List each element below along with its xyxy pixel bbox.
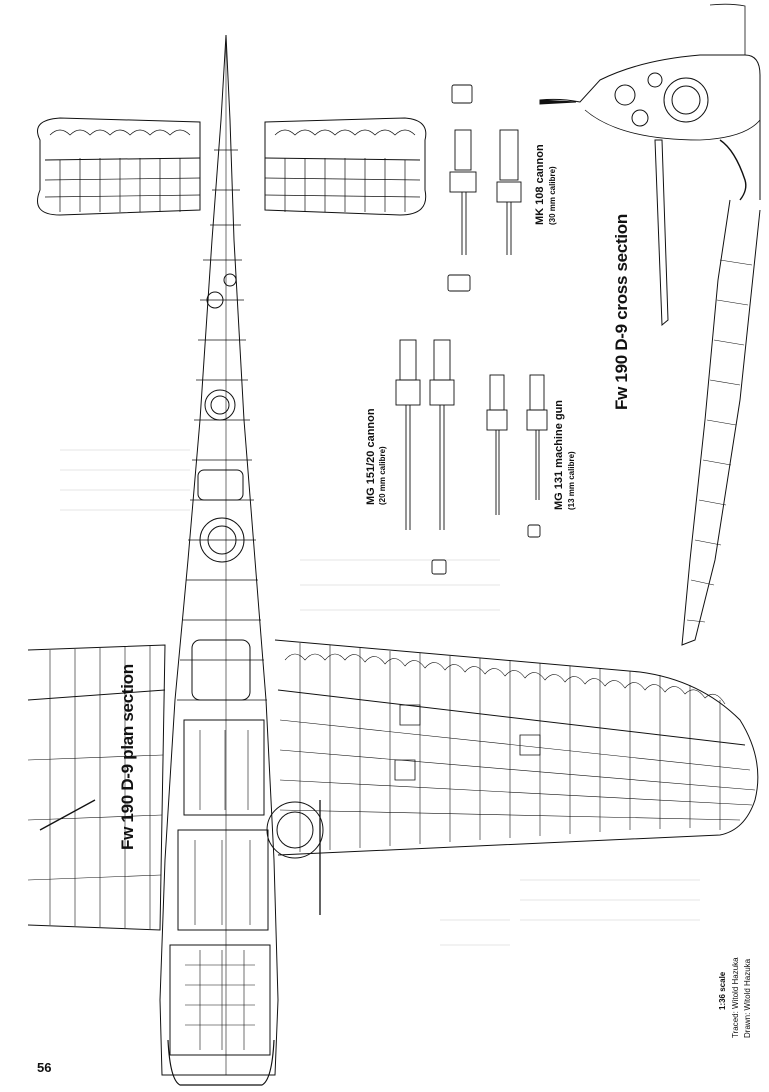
faint-background-text (60, 449, 700, 946)
cross-section-wing-strut (654, 139, 669, 327)
mg131-calibre: (13 mm calibre) (567, 451, 576, 510)
mk108-label: MK 108 cannon (534, 144, 546, 225)
fuselage (159, 34, 279, 1086)
mk108-cannon-detail (447, 84, 522, 292)
traced-credit: Traced: Witold Hazuka (731, 957, 740, 1038)
page-number: 56 (37, 1060, 52, 1075)
tailplane (37, 117, 427, 216)
plan-section-drawing (27, 34, 759, 1086)
cross-section-drawing (539, 3, 761, 646)
mg151-cannon-detail (395, 339, 455, 575)
mg151-calibre: (20 mm calibre) (378, 446, 387, 505)
weapon-details (395, 84, 548, 575)
cross-section-wing-lower (681, 199, 761, 646)
drawn-credit: Drawn: Witold Hazuka (743, 958, 752, 1038)
mg131-gun-detail (486, 374, 548, 538)
plan-section-title: Fw 190 D-9 plan section (118, 664, 137, 850)
scale-note: 1:36 scale (718, 971, 727, 1010)
mg131-label: MG 131 machine gun (553, 399, 565, 510)
wings (27, 639, 759, 931)
mk108-calibre: (30 mm calibre) (548, 166, 557, 225)
cross-section-title: Fw 190 D-9 cross section (612, 214, 631, 410)
mg151-label: MG 151/20 cannon (365, 408, 377, 505)
